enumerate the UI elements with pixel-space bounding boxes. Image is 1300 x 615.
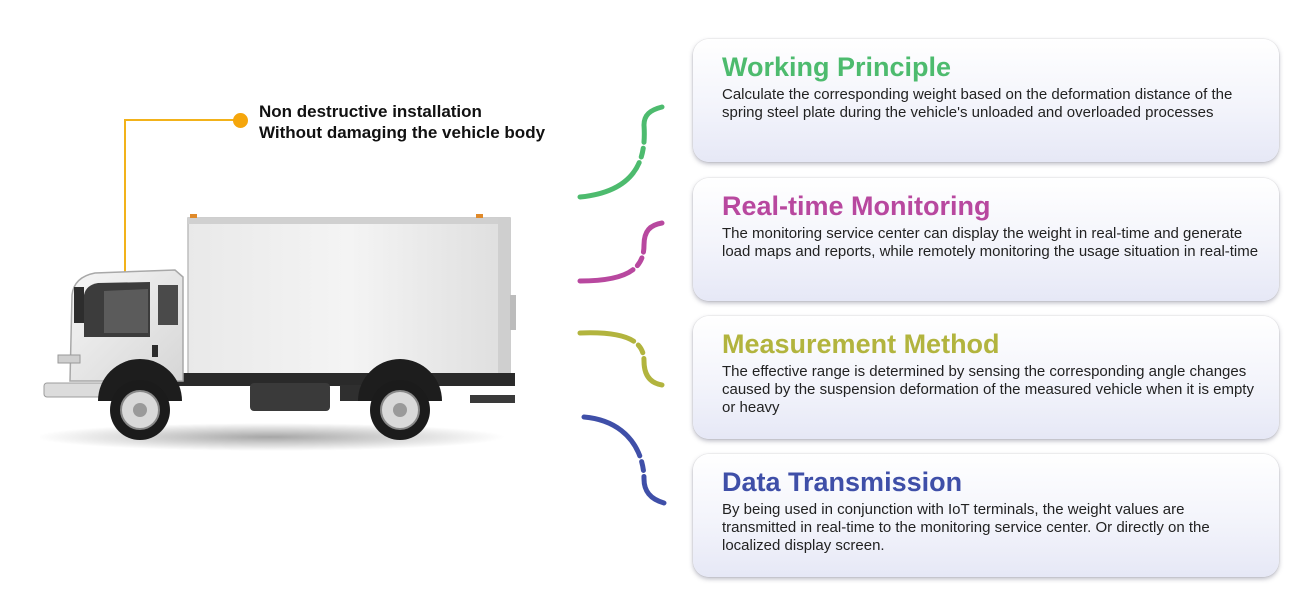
card-description: The monitoring service center can displa… bbox=[722, 225, 1259, 260]
card-title: Measurement Method bbox=[722, 329, 1000, 359]
callout-line-vertical bbox=[124, 119, 126, 273]
callout-line-horizontal bbox=[124, 119, 236, 121]
card-measurement-method: Measurement Method The effective range i… bbox=[693, 316, 1279, 439]
card-title: Data Transmission bbox=[722, 467, 963, 497]
card-description: The effective range is determined by sen… bbox=[722, 363, 1254, 416]
card-data-transmission: Data Transmission By being used in conju… bbox=[693, 454, 1279, 577]
card-real-time-monitoring: Real-time Monitoring The monitoring serv… bbox=[693, 178, 1279, 301]
card-description: By being used in conjunction with IoT te… bbox=[722, 501, 1210, 554]
card-description: Calculate the corresponding weight based… bbox=[722, 86, 1233, 121]
callout-text: Non destructive installation Without dam… bbox=[259, 101, 545, 143]
card-title: Working Principle bbox=[722, 52, 952, 82]
connector-arc-working-principle bbox=[577, 104, 665, 200]
card-working-principle: Working Principle Calculate the correspo… bbox=[693, 39, 1279, 162]
card-title: Real-time Monitoring bbox=[722, 191, 991, 221]
box-truck-image bbox=[40, 214, 516, 451]
callout-line-2: Without damaging the vehicle body bbox=[259, 123, 546, 142]
callout-line-1: Non destructive installation bbox=[259, 102, 482, 121]
callout-dot bbox=[233, 113, 248, 128]
connector-arc-measurement-method bbox=[577, 330, 665, 388]
connector-arc-data-transmission bbox=[581, 414, 667, 506]
connector-arc-real-time-monitoring bbox=[577, 220, 665, 284]
connector-arcs bbox=[577, 104, 667, 506]
